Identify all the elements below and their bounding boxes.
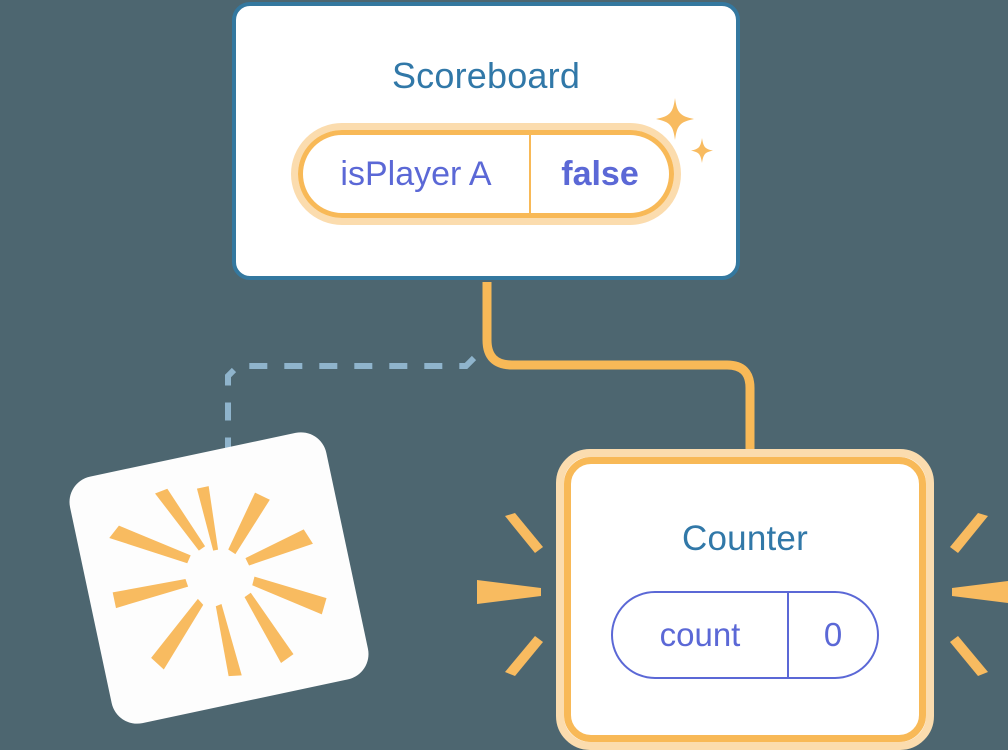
counter-state-pill[interactable]: count 0 — [611, 591, 879, 679]
blank-card[interactable] — [64, 427, 374, 729]
counter-card-inner: Counter count 0 — [564, 457, 926, 742]
scoreboard-state-value: false — [561, 154, 639, 193]
counter-card[interactable]: Counter count 0 — [556, 449, 934, 750]
scoreboard-state-key: isPlayer A — [303, 135, 531, 213]
counter-state-key: count — [613, 593, 789, 677]
counter-card-title: Counter — [682, 519, 808, 558]
burst-icon — [109, 486, 327, 677]
counter-state-value: 0 — [823, 616, 843, 653]
scoreboard-card[interactable]: Scoreboard isPlayer A false — [232, 2, 740, 280]
connector-scoreboard-to-blank-card — [225, 355, 477, 492]
connector-scoreboard-to-counter — [482, 282, 755, 462]
scoreboard-state-pill-inner: isPlayer A false — [298, 130, 674, 218]
scoreboard-pill-wrap: isPlayer A false — [236, 98, 736, 225]
scoreboard-card-title: Scoreboard — [391, 55, 581, 96]
scoreboard-state-pill[interactable]: isPlayer A false — [291, 98, 713, 225]
sparkle-small-icon — [691, 138, 713, 163]
